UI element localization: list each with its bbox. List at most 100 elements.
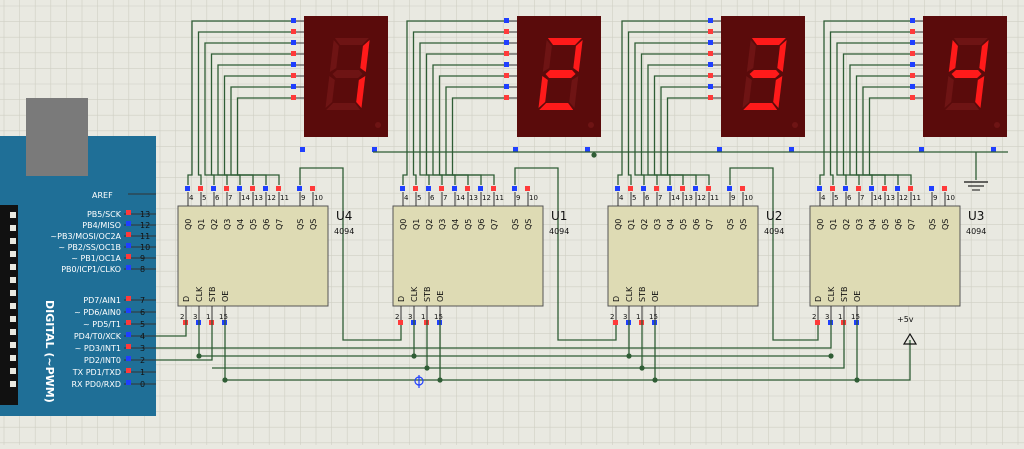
pin-number: 3 [623, 313, 627, 321]
arduino-pin-label: ~ PD3/INT1 [75, 344, 121, 353]
display-pin-marker [910, 40, 915, 45]
display-pin-marker [504, 95, 509, 100]
chip-reference: U1 [551, 209, 567, 223]
segment-wire [660, 86, 708, 185]
seven-segment-display-1 [291, 16, 388, 152]
pin-marker [512, 186, 517, 191]
segment-wire [653, 75, 708, 185]
pin-number: 11 [495, 194, 504, 202]
pin-marker [856, 186, 861, 191]
pin-label: Q6 [477, 219, 486, 230]
pin-marker [126, 221, 131, 226]
arduino-pin-number: 4 [140, 332, 145, 341]
pin-label: D [397, 296, 406, 302]
pin-marker [185, 186, 190, 191]
pin-label: STB [638, 287, 647, 302]
pin-number: 14 [873, 194, 882, 202]
pin-label: CLK [625, 286, 634, 302]
segment-wire [187, 20, 291, 185]
pin-number: 6 [645, 194, 650, 202]
shift-register-u4: U440944Q05Q16Q27Q314Q413Q512Q611Q79QS10Q… [177, 186, 354, 325]
display-segment-g [332, 70, 363, 78]
seven-segment-display-4 [910, 16, 1007, 152]
arduino-pin-label: ~ PD6/AIN0 [74, 308, 121, 317]
display-pin-marker [291, 18, 296, 23]
display-segment-b [979, 40, 989, 72]
segment-wire [402, 20, 504, 185]
pin-label: Q3 [855, 219, 864, 230]
pin-number: 1 [838, 313, 842, 321]
pin-marker [198, 186, 203, 191]
arduino-pin-number: 8 [140, 265, 145, 274]
header-hole [10, 251, 16, 257]
arduino-pin-label: RX PD0/RXD [71, 380, 121, 389]
clock-bus [156, 320, 832, 349]
strobe-bus [156, 320, 213, 361]
pin-label: Q5 [881, 219, 890, 230]
display-segment-e [742, 76, 752, 108]
seven-segment-display-3 [708, 16, 805, 152]
pin-marker [929, 186, 934, 191]
display-segment-d [743, 103, 778, 110]
pin-number: 4 [619, 194, 624, 202]
pin-label: QS [296, 219, 305, 230]
pin-number: 10 [946, 194, 955, 202]
pin-number: 7 [228, 194, 232, 202]
segment-wire [210, 53, 291, 185]
power-symbol [902, 332, 918, 345]
pin-marker [224, 186, 229, 191]
pin-label: Q4 [451, 219, 460, 230]
power-label: +5v [897, 315, 914, 324]
pin-number: 2 [180, 313, 184, 321]
pin-marker [452, 186, 457, 191]
chip-type: 4094 [549, 227, 569, 236]
display-pin-marker [291, 62, 296, 67]
pin-marker [869, 186, 874, 191]
pin-marker [491, 186, 496, 191]
arduino-pin-label: PD2/INT0 [84, 356, 121, 365]
pin-label: QS [726, 219, 735, 230]
chip-body [607, 205, 759, 307]
segment-wire [204, 42, 291, 185]
pin-number: 2 [395, 313, 399, 321]
pin-number: 5 [202, 194, 206, 202]
display-segment-f [542, 40, 552, 72]
display-decimal-point [375, 122, 381, 128]
pin-number: 14 [671, 194, 680, 202]
arduino-pin-number: 11 [140, 232, 150, 241]
arduino-pin-label: PB5/SCK [87, 210, 122, 219]
display-segment-a [751, 38, 786, 45]
pin-number: 4 [404, 194, 409, 202]
pin-marker [413, 186, 418, 191]
junction-dot [196, 353, 202, 359]
segment-wire [438, 75, 504, 185]
segment-wire [849, 64, 910, 185]
pin-marker [310, 186, 315, 191]
pin-marker [667, 186, 672, 191]
pin-number: 15 [851, 313, 860, 321]
seven-segment-display-2 [504, 16, 601, 152]
arduino-pin-number: 13 [140, 210, 150, 219]
pin-marker [727, 186, 732, 191]
display-pin-marker [708, 95, 713, 100]
pin-marker [400, 186, 405, 191]
display-common-pin [991, 147, 996, 152]
pin-number: 3 [825, 313, 829, 321]
pin-number: 14 [456, 194, 465, 202]
arduino-pin-label: ~PB3/MOSI/OC2A [50, 232, 121, 241]
segment-wire [617, 20, 708, 185]
arduino-pin-number: 10 [140, 243, 150, 252]
pin-marker [895, 186, 900, 191]
segment-wire [432, 64, 504, 185]
pin-number: 13 [684, 194, 693, 202]
shift-register-u1: U140944Q05Q16Q27Q314Q413Q512Q611Q79QS10Q… [392, 186, 569, 325]
pin-number: 9 [731, 194, 735, 202]
pin-number: 13 [254, 194, 263, 202]
pin-marker [126, 296, 131, 301]
junction-dot [854, 377, 860, 383]
pin-number: 9 [933, 194, 937, 202]
pin-marker [126, 210, 131, 215]
arduino-pin-number: 3 [140, 344, 145, 353]
display-pin-marker [291, 40, 296, 45]
